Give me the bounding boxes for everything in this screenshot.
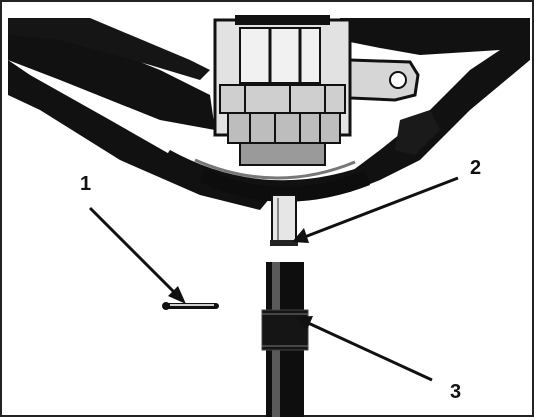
leader-arrow-2 — [292, 176, 459, 243]
shaft — [270, 194, 298, 246]
leader-arrow-1 — [88, 206, 186, 304]
leader-arrow-3 — [296, 316, 433, 382]
pin — [162, 302, 219, 310]
motor-housing-assembly — [8, 15, 530, 210]
callout-2: 2 — [470, 157, 481, 179]
tube — [261, 262, 309, 417]
callout-1: 1 — [80, 173, 91, 195]
side-bracket — [348, 58, 420, 102]
callout-3: 3 — [450, 381, 461, 403]
